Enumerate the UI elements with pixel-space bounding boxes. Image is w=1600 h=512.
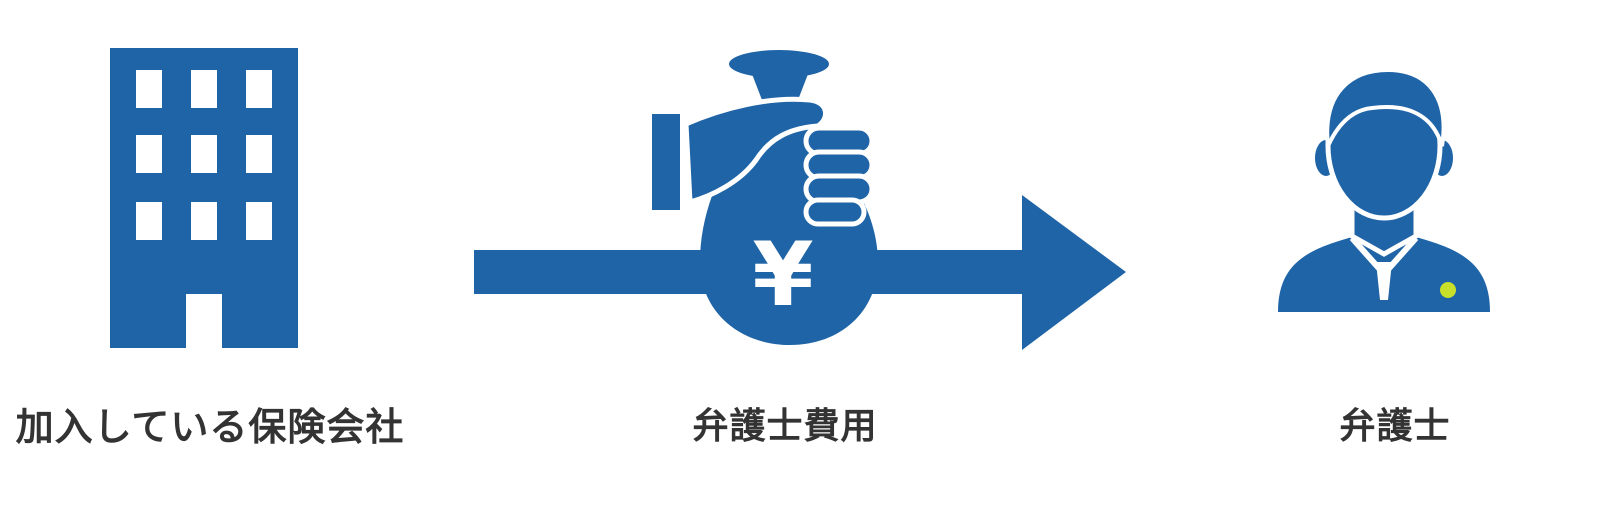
- lawyer-label: 弁護士: [1339, 406, 1451, 447]
- insurance-company-label: 加入している保険会社: [15, 405, 405, 449]
- lawyer-person-icon: [1278, 67, 1490, 312]
- lapel-pin: [1440, 282, 1456, 298]
- money-bag-yen-icon: ¥: [652, 50, 878, 345]
- lawyer-fee-label: 弁護士費用: [692, 406, 878, 447]
- office-building-icon: [110, 48, 298, 350]
- yen-symbol: ¥: [752, 223, 813, 326]
